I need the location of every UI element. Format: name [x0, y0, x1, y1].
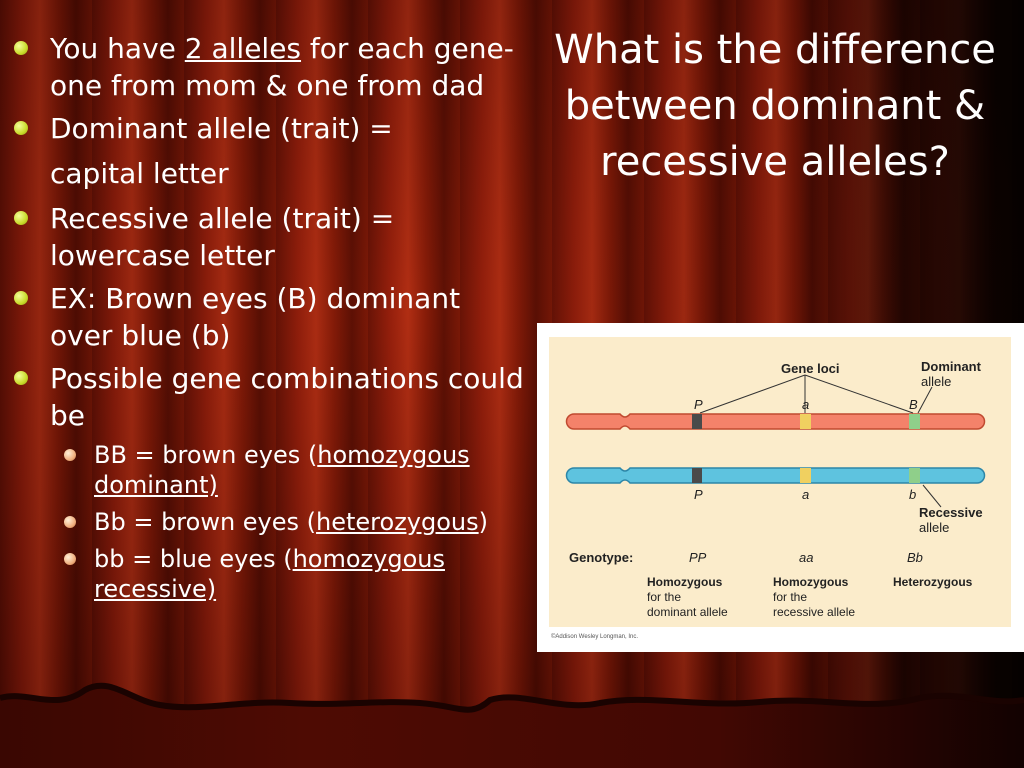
bottom-label-p: P [694, 487, 703, 502]
homozygous-dominant-link[interactable]: homozygous dominant) [94, 441, 470, 499]
locus-p-top [692, 414, 702, 429]
dominant-label: Dominant [921, 359, 982, 374]
sub-bullet-dot-icon [64, 449, 76, 461]
desc2-line3: recessive allele [773, 605, 855, 619]
loci-line-p [699, 374, 806, 414]
bullet-dot-icon [14, 291, 28, 305]
chromosome-top [565, 413, 986, 430]
bullet-alleles: You have 2 alleles for each gene- one fr… [14, 30, 524, 104]
bullet-list: You have 2 alleles for each gene- one fr… [14, 30, 524, 611]
bullet-text-line2: capital letter [50, 157, 229, 190]
recessive-line [922, 484, 942, 508]
chromosome-bottom [565, 467, 986, 484]
genotype-bb: Bb [907, 550, 923, 565]
gene-loci-figure: Gene loci Dominant allele P a B P a b Re… [537, 323, 1024, 652]
copyright: ©Addison Wesley Longman, Inc. [551, 633, 638, 640]
top-label-p: P [694, 397, 703, 412]
locus-b-top [909, 414, 920, 429]
genotype-aa: aa [799, 550, 813, 565]
bullet-dot-icon [14, 121, 28, 135]
bullet-dot-icon [14, 371, 28, 385]
loci-line-b [804, 374, 914, 414]
desc1-line2: for the [647, 590, 681, 604]
sub-bullet-bb: bb = blue eyes (homozygous recessive) [14, 544, 524, 604]
heterozygous-link[interactable]: heterozygous [316, 508, 479, 536]
desc1-line1: Homozygous [647, 575, 723, 589]
bullet-text: for each gene- one from mom & one from d… [50, 32, 514, 102]
locus-a-bottom [800, 468, 811, 483]
desc2-line1: Homozygous [773, 575, 849, 589]
desc3-line1: Heterozygous [893, 575, 973, 589]
sub-bullet-BB: BB = brown eyes (homozygous dominant) [14, 440, 524, 500]
curtain-hem-shape [0, 685, 1024, 768]
top-label-b: B [909, 397, 918, 412]
sub-bullet-text: bb = blue eyes ( [94, 545, 293, 573]
bottom-label-a: a [802, 487, 809, 502]
recessive-allele-label: allele [919, 520, 949, 535]
chromosome-bottom-body [565, 467, 986, 484]
bullet-dominant: Dominant allele (trait) = capital letter [14, 110, 524, 192]
locus-b-bottom [909, 468, 920, 483]
locus-a-top [800, 414, 811, 429]
top-label-a: a [802, 397, 809, 412]
dominant-allele-label: allele [921, 374, 951, 389]
dominant-line [917, 386, 933, 414]
gene-loci-label: Gene loci [781, 361, 840, 376]
sub-bullet-text: BB = brown eyes ( [94, 441, 318, 469]
desc1-line3: dominant allele [647, 605, 728, 619]
genotype-label: Genotype: [569, 550, 633, 565]
bullet-text: Possible gene combinations could be [50, 362, 524, 432]
bullet-text: Recessive allele (trait) = lowercase let… [50, 202, 395, 272]
homozygous-recessive-link[interactable]: homozygous recessive) [94, 545, 445, 603]
sub-bullet-text-end: ) [478, 508, 489, 536]
gene-loci-diagram: Gene loci Dominant allele P a B P a b Re… [549, 337, 1011, 640]
sub-bullet-text: Bb = brown eyes ( [94, 508, 317, 536]
bullet-example: EX: Brown eyes (B) dominant over blue (b… [14, 280, 524, 354]
desc2-line2: for the [773, 590, 807, 604]
curtain-hem-edge [0, 682, 1024, 713]
bullet-text: Dominant allele (trait) = [50, 112, 393, 145]
genotype-pp: PP [689, 550, 707, 565]
recessive-label: Recessive [919, 505, 983, 520]
bullet-text: You have [50, 32, 185, 65]
slide-title: What is the difference between dominant … [554, 27, 996, 185]
sub-bullet-Bb: Bb = brown eyes (heterozygous) [14, 507, 524, 537]
bullet-dot-icon [14, 211, 28, 225]
bullet-dot-icon [14, 41, 28, 55]
bottom-label-b: b [909, 487, 916, 502]
sub-bullet-dot-icon [64, 553, 76, 565]
bullet-text: EX: Brown eyes (B) dominant over blue (b… [50, 282, 461, 352]
bullet-recessive: Recessive allele (trait) = lowercase let… [14, 200, 524, 274]
alleles-link[interactable]: 2 alleles [184, 32, 302, 65]
locus-p-bottom [692, 468, 702, 483]
chromosome-top-body [565, 413, 986, 430]
sub-bullet-dot-icon [64, 516, 76, 528]
bullet-combinations: Possible gene combinations could be [14, 360, 524, 434]
